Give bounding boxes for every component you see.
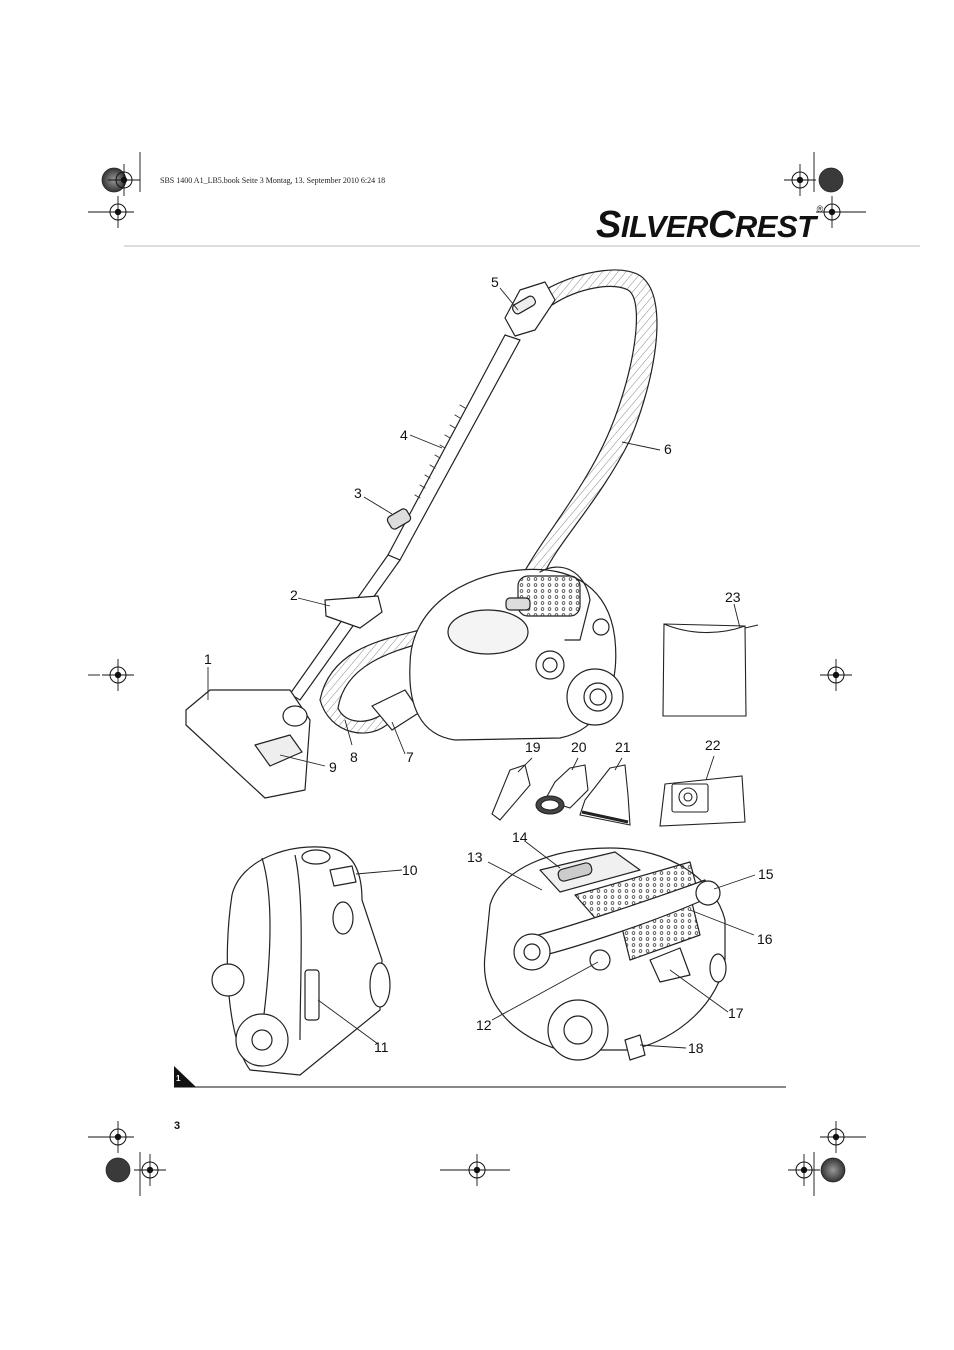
callout-9: 9 <box>329 759 337 775</box>
callout-15: 15 <box>758 866 774 882</box>
callout-8: 8 <box>350 749 358 765</box>
callout-17: 17 <box>728 1005 744 1021</box>
upholstery-nozzle <box>535 764 589 815</box>
crop-mark-bottom-right <box>787 1120 866 1196</box>
callout-4: 4 <box>400 427 408 443</box>
brand-crest: REST <box>734 209 816 244</box>
crop-mark-mid-right <box>819 658 853 692</box>
callout-16: 16 <box>757 931 773 947</box>
parking-clip <box>324 595 383 629</box>
crop-mark-bottom-left <box>88 1120 167 1196</box>
callout-22: 22 <box>705 737 721 753</box>
callout-23: 23 <box>725 589 741 605</box>
telescopic-tube <box>387 334 521 561</box>
callout-6: 6 <box>664 441 672 457</box>
handle-slider <box>511 295 537 315</box>
print-info-header: SBS 1400 A1_LB5.book Seite 3 Montag, 13.… <box>160 176 386 185</box>
callout-14: 14 <box>512 829 528 845</box>
handle <box>504 281 556 337</box>
figure-number: 1 <box>176 1074 181 1083</box>
callout-labels: 1 2 3 4 5 6 7 8 9 10 11 12 13 14 15 16 1… <box>204 274 774 1056</box>
registered-mark: ® <box>816 204 824 214</box>
callout-18: 18 <box>688 1040 704 1056</box>
figure-badge-shape <box>174 1066 196 1087</box>
callout-11: 11 <box>374 1039 389 1055</box>
lower-tube <box>289 554 401 701</box>
vacuum-top-view <box>483 847 727 1061</box>
crop-mark-bottom-center <box>440 1153 510 1187</box>
callout-20: 20 <box>571 739 587 755</box>
callout-1: 1 <box>204 651 212 667</box>
callout-3: 3 <box>354 485 362 501</box>
callout-2: 2 <box>290 587 298 603</box>
callout-13: 13 <box>467 849 483 865</box>
vacuum-illustration <box>185 269 658 799</box>
callout-12: 12 <box>476 1017 492 1033</box>
floor-nozzle <box>185 689 311 799</box>
crop-mark-top-right <box>783 152 866 229</box>
crop-mark-mid-left <box>88 658 135 692</box>
crop-mark-top-left <box>88 152 141 229</box>
callout-19: 19 <box>525 739 541 755</box>
dusting-brush <box>579 764 631 826</box>
brand-silver: ILVER <box>620 209 709 244</box>
page-number: 3 <box>174 1120 181 1132</box>
brand-logo: SILVERCREST® <box>596 204 823 247</box>
tube-holes <box>414 404 466 499</box>
callout-7: 7 <box>406 749 414 765</box>
vacuum-rear-view <box>211 846 391 1076</box>
brand-initial-c: C <box>707 204 735 246</box>
dust-bag-pouch <box>662 623 759 717</box>
brand-initial-s: S <box>596 204 621 246</box>
callout-21: 21 <box>615 739 631 755</box>
registration-marks <box>88 152 866 1196</box>
crevice-tool <box>491 764 531 821</box>
filter-bag <box>659 775 746 827</box>
callout-10: 10 <box>402 862 418 878</box>
callout-leader-lines <box>207 287 756 1049</box>
tube-slider <box>386 508 412 530</box>
callout-5: 5 <box>491 274 499 290</box>
